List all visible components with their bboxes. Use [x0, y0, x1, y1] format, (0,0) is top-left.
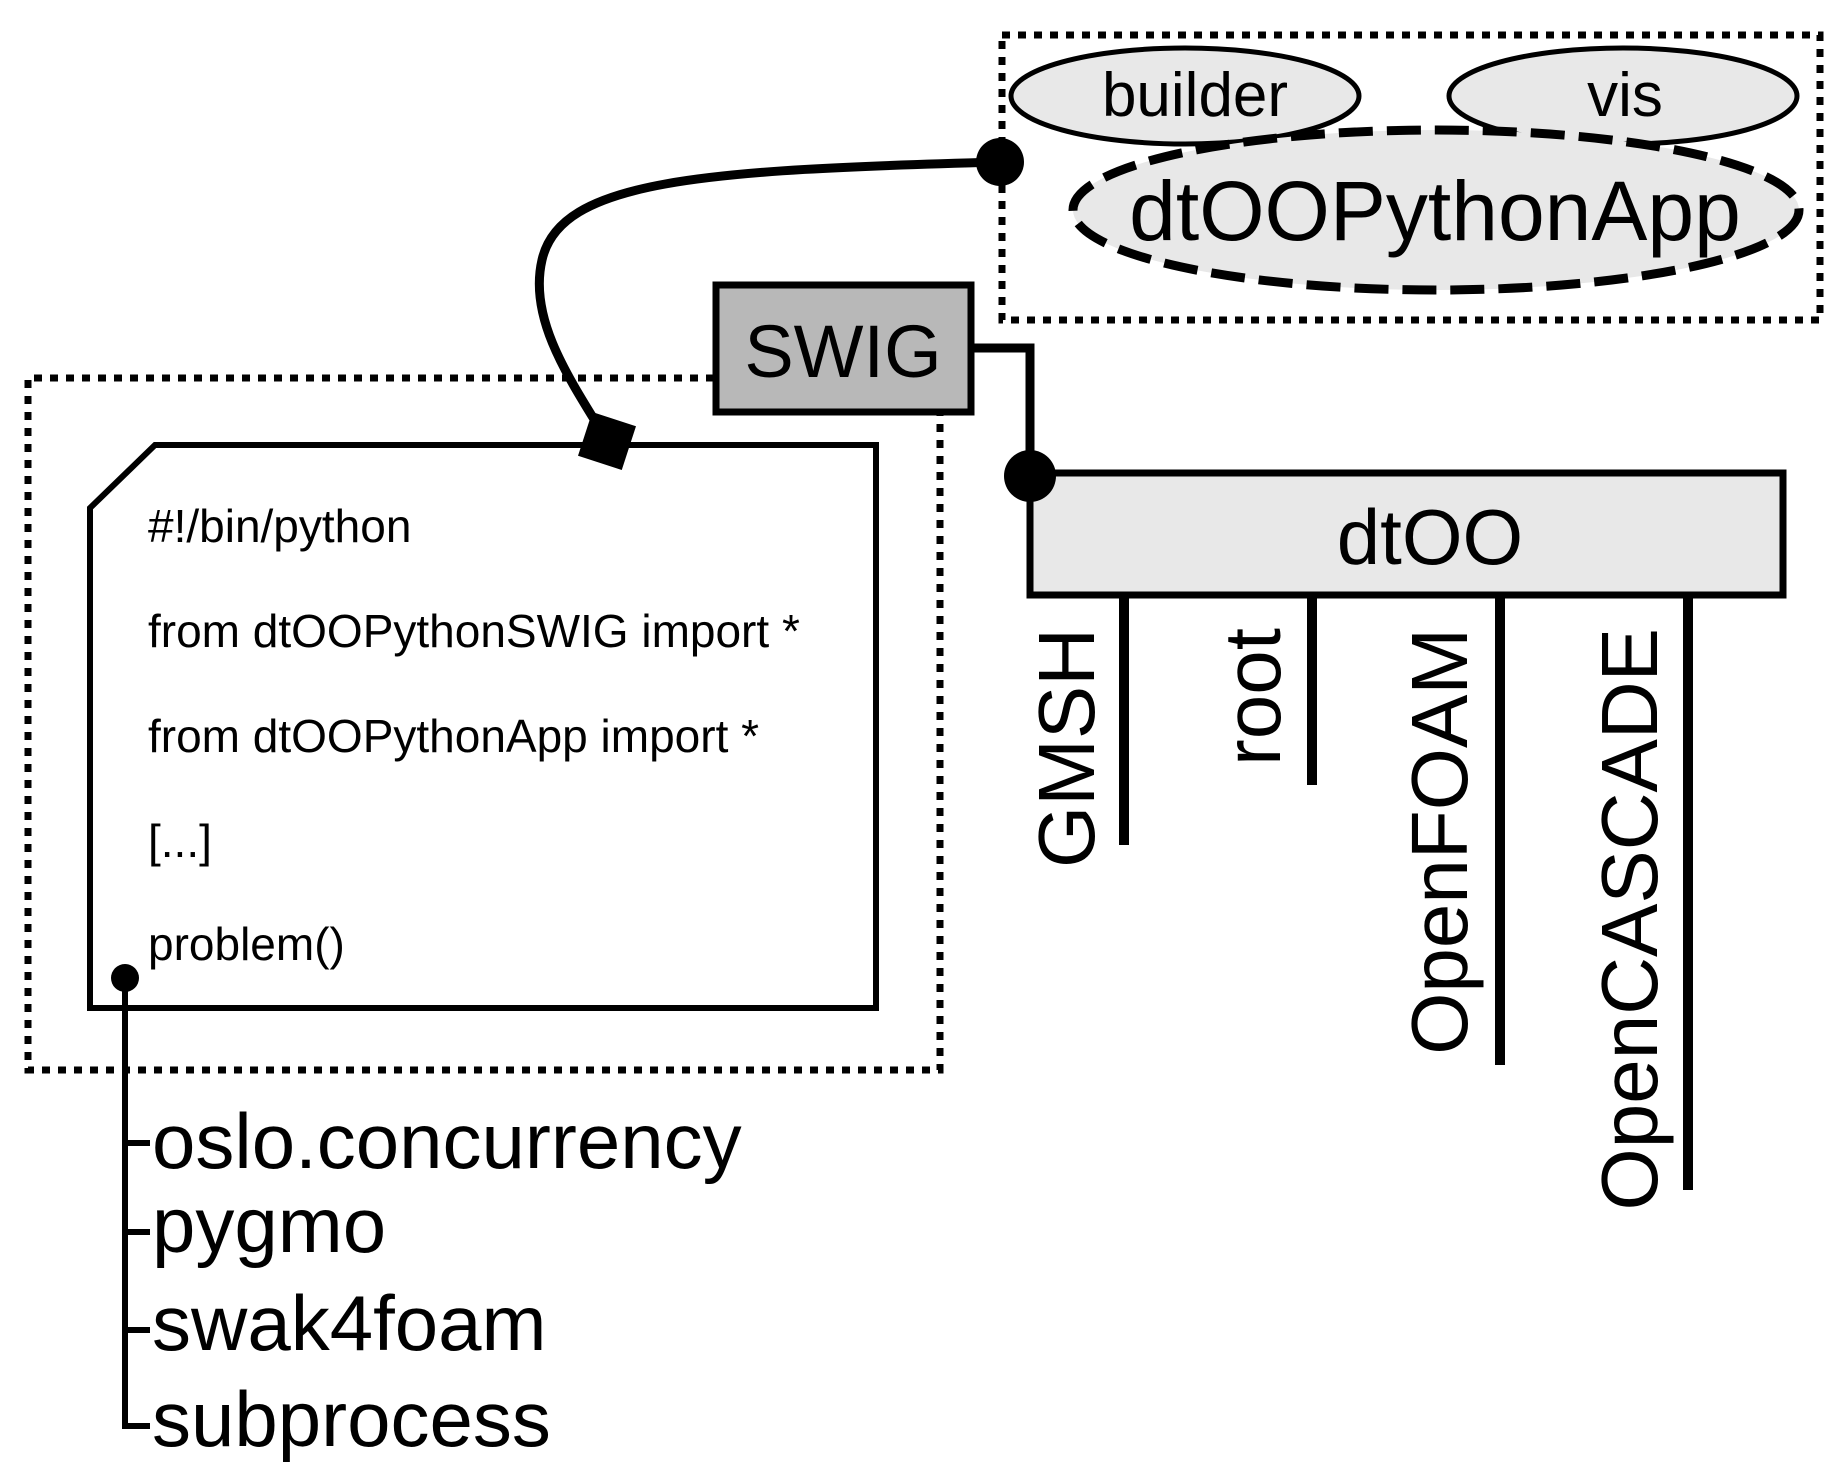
dtoopythonapp-label: dtOOPythonApp: [1129, 164, 1741, 258]
dtoo-deps: GMSH root OpenFOAM OpenCASCADE: [1022, 595, 1693, 1210]
dtoo-dep-label: GMSH: [1022, 628, 1111, 868]
app-container: [998, 31, 1824, 324]
python-dep-item: oslo.concurrency: [152, 1097, 742, 1185]
swig-label: SWIG: [744, 310, 941, 393]
swig-to-dtoo-connector: [971, 343, 1035, 476]
dtoo-dep-label: OpenCASCADE: [1585, 628, 1674, 1210]
dtoo-connector-dot: [1004, 450, 1056, 502]
python-deps-tree: [122, 978, 150, 1429]
swig-module: SWIG: [712, 281, 975, 416]
dtoo-dep-label: OpenFOAM: [1395, 628, 1484, 1055]
builder-label: builder: [1102, 61, 1288, 130]
script-connector-square: [578, 412, 636, 470]
script-line: problem(): [148, 918, 345, 970]
dtoo-label: dtOO: [1337, 493, 1523, 581]
python-dep-item: subprocess: [152, 1375, 551, 1463]
app-to-script-connector: [534, 157, 1001, 448]
vis-module: vis: [1446, 45, 1800, 147]
python-dep-item: swak4foam: [152, 1279, 547, 1367]
app-connector-dot: [976, 138, 1024, 186]
python-dep-item: pygmo: [152, 1181, 386, 1269]
builder-module: builder: [1008, 45, 1362, 147]
script-line: from dtOOPythonApp import *: [148, 710, 759, 762]
python-deps: oslo.concurrency pygmo swak4foam subproc…: [152, 1097, 742, 1463]
dtoo-module: dtOO: [1026, 469, 1787, 599]
script-line: #!/bin/python: [148, 500, 411, 552]
dtoopythonapp-module: dtOOPythonApp: [1068, 125, 1804, 295]
script-line: from dtOOPythonSWIG import *: [148, 605, 800, 657]
script-line: [...]: [148, 815, 212, 867]
script-lines: #!/bin/python from dtOOPythonSWIG import…: [148, 500, 800, 970]
python-script-box: [87, 442, 879, 1011]
dtoo-dep-label: root: [1208, 628, 1297, 766]
vis-label: vis: [1587, 61, 1663, 130]
script-container: [24, 374, 944, 1074]
